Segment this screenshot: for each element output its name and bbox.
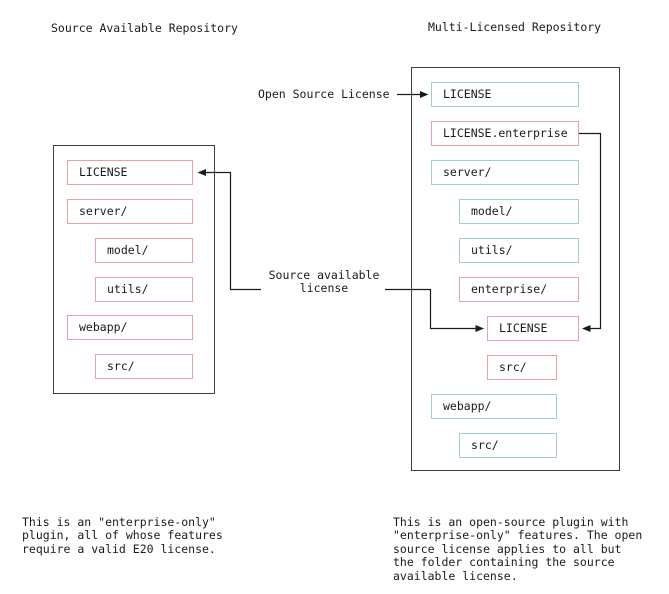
left-repo-title: Source Available Repository xyxy=(51,21,238,35)
tree-item: src/ xyxy=(487,355,557,380)
tree-item: server/ xyxy=(67,199,193,224)
source-available-license-label: Source available license xyxy=(268,268,380,296)
tree-item: enterprise/ xyxy=(459,277,579,302)
tree-item: webapp/ xyxy=(431,394,557,419)
tree-item: src/ xyxy=(95,354,193,379)
tree-item: LICENSE.enterprise xyxy=(431,121,579,146)
tree-item: utils/ xyxy=(95,277,193,302)
tree-item: LICENSE xyxy=(431,82,579,107)
tree-item: utils/ xyxy=(459,238,579,263)
tree-item: server/ xyxy=(431,160,579,185)
tree-item: src/ xyxy=(459,433,557,458)
right-repo-title: Multi-Licensed Repository xyxy=(428,20,602,34)
tree-item: model/ xyxy=(95,238,193,263)
left-repo-caption: This is an "enterprise-only" plugin, all… xyxy=(22,515,223,556)
tree-item: webapp/ xyxy=(67,315,193,340)
tree-item: LICENSE xyxy=(67,160,193,185)
multi-licensed-repo-box xyxy=(411,67,620,471)
tree-item: LICENSE xyxy=(487,316,579,341)
right-repo-caption: This is an open-source plugin with "ente… xyxy=(393,515,643,583)
open-source-license-label: Open Source License xyxy=(258,87,390,101)
tree-item: model/ xyxy=(459,199,579,224)
